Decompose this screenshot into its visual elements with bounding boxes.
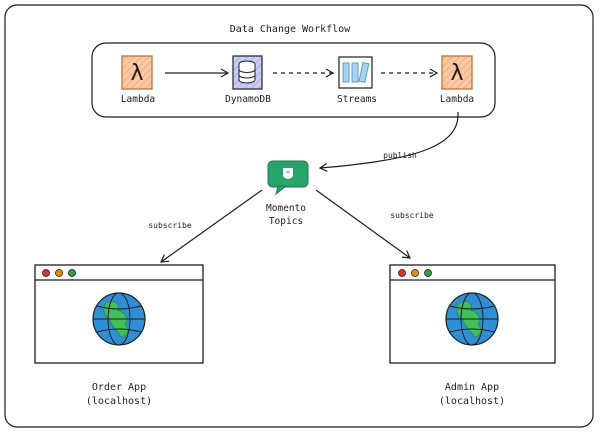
subscribe-left-arrow <box>160 189 263 263</box>
order-app-label-line2: (localhost) <box>85 396 153 407</box>
dynamodb-label: DynamoDB <box>225 94 271 105</box>
topics-label-line1: Momento <box>265 203 307 214</box>
admin-app-label-line2: (localhost) <box>438 396 506 407</box>
order-app-window <box>34 264 204 364</box>
window-minimize-dot <box>411 269 419 277</box>
order-app-label-line1: Order App <box>91 382 147 393</box>
admin-app-label-line1: Admin App <box>444 382 500 393</box>
publish-label: publish <box>383 151 417 160</box>
workflow-group-box <box>91 42 496 118</box>
svg-text:λ: λ <box>450 61 463 86</box>
workflow-title: Data Change Workflow <box>229 24 351 35</box>
publish-arrow <box>318 111 459 172</box>
lambda-in-label: Lambda <box>120 94 156 105</box>
topics-label-line2: Topics <box>268 216 304 227</box>
subscribe-right-label: subscribe <box>390 211 434 220</box>
streams-icon <box>338 56 373 89</box>
subscribe-right-arrow <box>315 189 411 259</box>
svg-text:λ: λ <box>130 61 143 86</box>
window-close-dot <box>42 269 50 277</box>
lambda-icon: λ <box>121 55 153 90</box>
subscribe-left-label: subscribe <box>148 221 192 230</box>
globe-icon <box>445 292 499 346</box>
window-maximize-dot <box>68 269 76 277</box>
window-minimize-dot <box>55 269 63 277</box>
globe-icon <box>92 292 146 346</box>
streams-label: Streams <box>336 94 378 105</box>
window-close-dot <box>398 269 406 277</box>
lambda-out-label: Lambda <box>439 94 475 105</box>
admin-app-window <box>389 264 556 364</box>
window-maximize-dot <box>424 269 432 277</box>
momento-topics-icon <box>267 160 309 196</box>
lambda-icon: λ <box>441 55 473 90</box>
dynamodb-icon <box>232 55 263 90</box>
